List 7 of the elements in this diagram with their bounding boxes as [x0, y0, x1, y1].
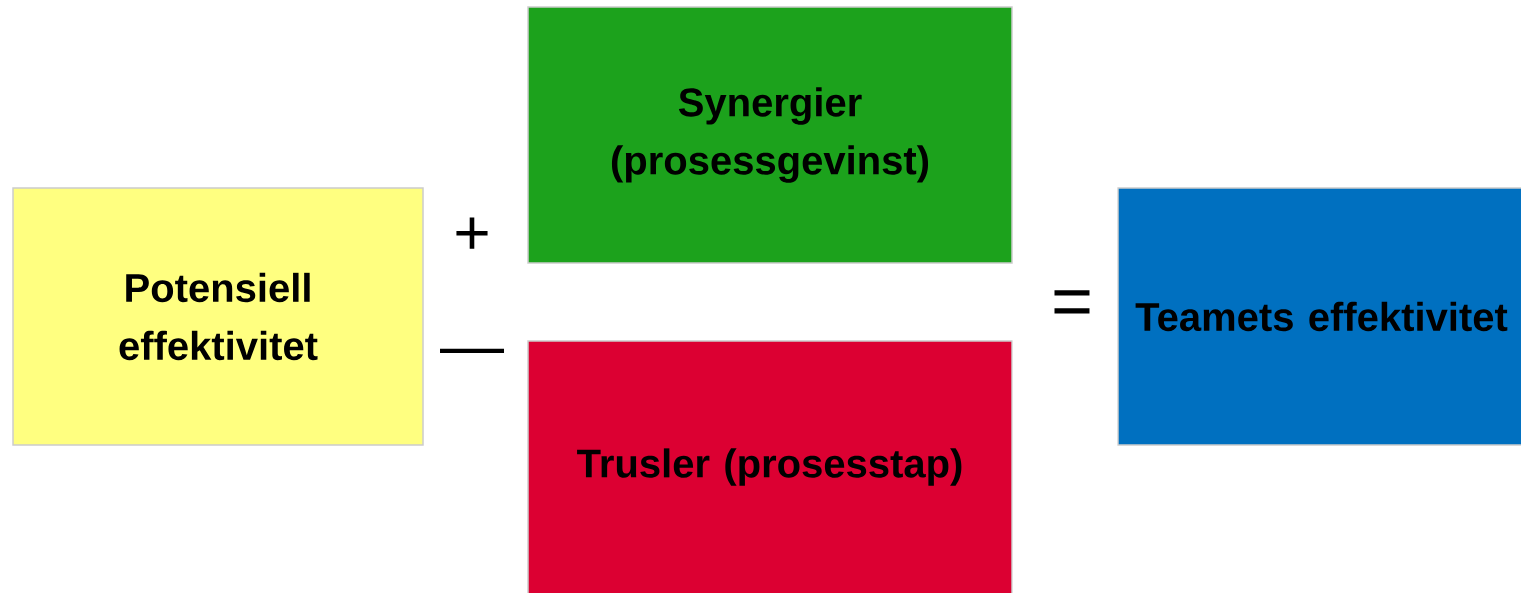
process-box: Trusler (prosesstap)	[527, 340, 1013, 593]
process-box: Teamets effektivitet	[1117, 187, 1521, 446]
operator-sign: —	[440, 348, 504, 354]
operator-sign: =	[1054, 290, 1090, 314]
process-box: Potensiell effektivitet	[12, 187, 424, 446]
operator-sign: +	[456, 217, 488, 249]
process-box: Synergier (prosessgevinst)	[527, 6, 1013, 264]
